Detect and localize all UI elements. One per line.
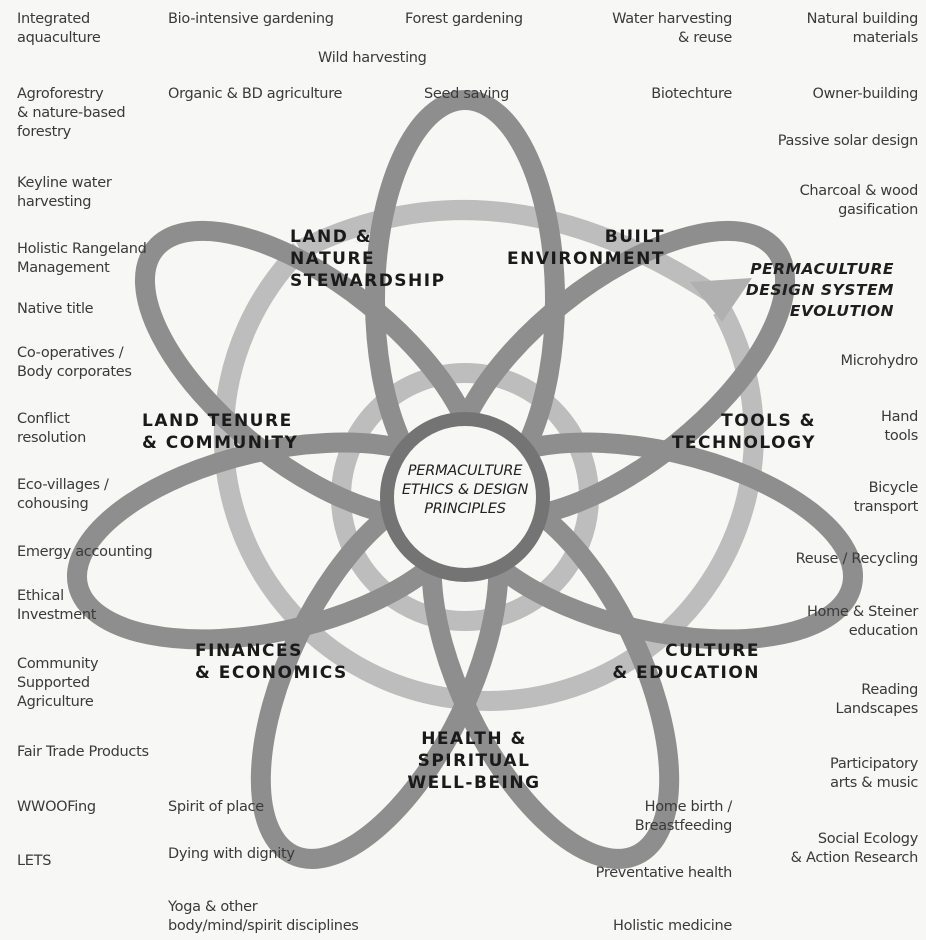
label-microhydro: Microhydro: [840, 353, 918, 369]
domain-tenure-line-1: LAND TENURE: [142, 411, 293, 431]
domain-health-line-2: SPIRITUAL: [417, 751, 531, 771]
label-wwoofing: WWOOFing: [17, 799, 96, 815]
label-csa: Community Supported Agriculture: [17, 656, 99, 710]
domain-culture-line-1: CULTURE: [665, 641, 760, 661]
label-cooperatives: Co-operatives / Body corporates: [17, 345, 132, 380]
domain-health-wellbeing: HEALTH & SPIRITUAL WELL-BEING: [400, 728, 548, 794]
label-fair-trade: Fair Trade Products: [17, 744, 149, 760]
label-conflict-resolution: Conflict resolution: [17, 411, 86, 446]
center-ring: [380, 412, 550, 582]
label-hand-tools: Hand tools: [881, 409, 918, 444]
domain-land-line-2: NATURE: [290, 249, 376, 269]
center-line-3: PRINCIPLES: [424, 501, 506, 517]
label-wild-harvesting: Wild harvesting: [318, 50, 427, 66]
domain-tools-technology: TOOLS & TECHNOLOGY: [662, 410, 816, 454]
domain-finances-line-1: FINANCES: [195, 641, 303, 661]
evolution-line-2: DESIGN SYSTEM: [745, 281, 894, 299]
label-biotechture: Biotechture: [651, 86, 732, 102]
domain-tenure-line-2: & COMMUNITY: [142, 433, 299, 453]
center-label: PERMACULTURE ETHICS & DESIGN PRINCIPLES: [395, 462, 535, 519]
label-reading-landscapes: Reading Landscapes: [835, 682, 919, 717]
label-holistic-rangeland: Holistic Rangeland Management: [17, 241, 147, 276]
label-owner-building: Owner-building: [812, 86, 918, 102]
label-passive-solar: Passive solar design: [777, 133, 919, 149]
label-charcoal-gasification: Charcoal & wood gasification: [799, 183, 919, 218]
label-participatory-arts: Participatory arts & music: [830, 756, 918, 791]
label-water-harvesting: Water harvesting & reuse: [612, 11, 732, 46]
label-reuse-recycling: Reuse / Recycling: [795, 551, 919, 567]
label-eco-villages: Eco-villages / cohousing: [17, 477, 109, 512]
label-seed-saving: Seed saving: [424, 86, 510, 102]
domain-finances-economics: FINANCES & ECONOMICS: [195, 640, 348, 684]
evolution-arc: [295, 200, 728, 309]
label-home-steiner: Home & Steiner education: [806, 604, 918, 639]
label-lets: LETS: [17, 853, 52, 869]
domain-finances-line-2: & ECONOMICS: [195, 663, 348, 683]
label-integrated-aquaculture: Integrated aquaculture: [17, 11, 101, 46]
domain-culture-education: CULTURE & EDUCATION: [600, 640, 760, 684]
label-dying-with-dignity: Dying with dignity: [168, 846, 295, 862]
label-holistic-medicine: Holistic medicine: [613, 918, 732, 934]
domain-land-tenure-community: LAND TENURE & COMMUNITY: [142, 410, 298, 454]
label-forest-gardening: Forest gardening: [405, 11, 523, 27]
evolution-arrow-head: [690, 278, 752, 322]
domain-land-line-1: LAND &: [290, 227, 373, 247]
center-line-2: ETHICS & DESIGN: [401, 482, 529, 498]
domain-built-environment: BUILT ENVIRONMENT: [503, 226, 665, 270]
evolution-line-1: PERMACULTURE: [750, 260, 894, 278]
domain-built-line-2: ENVIRONMENT: [507, 249, 665, 269]
domain-health-line-3: WELL-BEING: [407, 773, 541, 793]
label-keyline-water-harvesting: Keyline water harvesting: [17, 175, 112, 210]
label-ethical-investment: Ethical Investment: [17, 588, 97, 623]
label-home-birth: Home birth / Breastfeeding: [634, 799, 733, 834]
domain-health-line-1: HEALTH &: [421, 729, 527, 749]
center-line-1: PERMACULTURE: [407, 463, 523, 479]
label-social-ecology: Social Ecology & Action Research: [790, 831, 919, 866]
label-native-title: Native title: [17, 301, 94, 317]
label-natural-building-materials: Natural building materials: [806, 11, 919, 46]
evolution-line-3: EVOLUTION: [789, 302, 894, 320]
evolution-label: PERMACULTURE DESIGN SYSTEM EVOLUTION: [740, 259, 894, 322]
label-spirit-of-place: Spirit of place: [168, 799, 264, 815]
label-emergy-accounting: Emergy accounting: [17, 544, 153, 560]
domain-culture-line-2: & EDUCATION: [612, 663, 760, 683]
label-preventative-health: Preventative health: [595, 865, 733, 881]
label-bicycle-transport: Bicycle transport: [853, 480, 919, 515]
label-organic-bd-agriculture: Organic & BD agriculture: [168, 86, 343, 102]
label-agroforestry: Agroforestry & nature-based forestry: [17, 86, 126, 140]
domain-tools-line-2: TECHNOLOGY: [671, 433, 816, 453]
label-bio-intensive-gardening: Bio-intensive gardening: [168, 11, 334, 27]
domain-land-line-3: STEWARDSHIP: [290, 271, 446, 291]
domain-land-nature-stewardship: LAND & NATURE STEWARDSHIP: [290, 226, 446, 292]
label-yoga: Yoga & other body/mind/spirit discipline…: [168, 899, 359, 934]
domain-tools-line-1: TOOLS &: [721, 411, 816, 431]
domain-built-line-1: BUILT: [604, 227, 665, 247]
